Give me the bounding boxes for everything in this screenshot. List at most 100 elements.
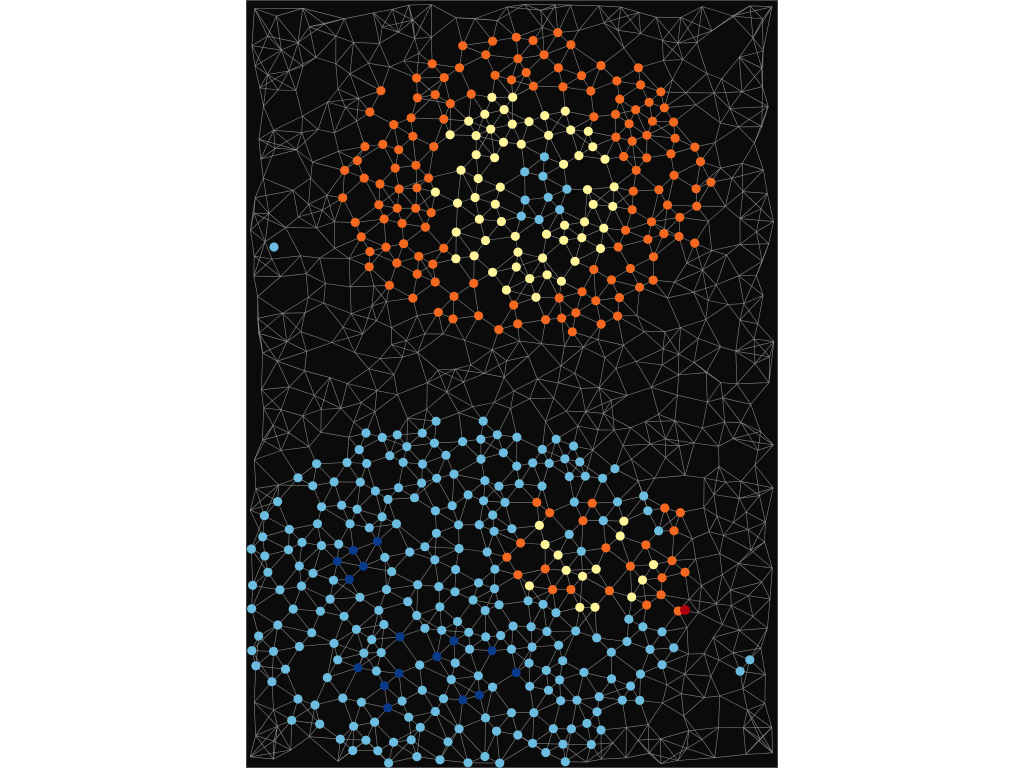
graph-node-orange (644, 97, 654, 107)
graph-node-light-blue (450, 658, 460, 668)
edge (541, 343, 562, 367)
edge (630, 421, 646, 428)
edge (583, 339, 598, 348)
edge (679, 217, 709, 222)
edge (696, 6, 703, 43)
edge (254, 65, 268, 75)
edge (273, 130, 297, 151)
edge (334, 248, 350, 259)
edge (521, 135, 549, 145)
edge (263, 74, 268, 107)
edge (302, 8, 325, 25)
edge (698, 585, 702, 613)
edge (462, 40, 493, 46)
graph-node-light-blue (406, 735, 416, 745)
edge (515, 219, 540, 237)
edge (292, 608, 312, 633)
graph-node-light-blue (507, 524, 517, 534)
edge (645, 414, 659, 422)
edge (702, 254, 727, 271)
edge (301, 585, 321, 612)
graph-node-light-blue (355, 592, 365, 602)
edge (708, 531, 724, 536)
edge (433, 118, 445, 147)
edge (754, 356, 770, 364)
graph-node-light-blue (542, 626, 552, 637)
edge (513, 278, 530, 306)
edge (306, 342, 332, 352)
graph-node-light-blue (338, 693, 348, 703)
edge (597, 339, 606, 358)
edge (654, 457, 666, 479)
edge (663, 60, 673, 80)
edge (678, 445, 686, 476)
graph-node-light-blue (506, 644, 517, 654)
edge (251, 45, 282, 51)
edge (729, 91, 743, 109)
edge (264, 484, 279, 516)
edge (267, 49, 282, 75)
edge (760, 193, 768, 210)
edge (732, 438, 774, 446)
edge (604, 159, 615, 187)
edge (379, 344, 392, 359)
edge (329, 377, 348, 384)
edge (347, 368, 369, 384)
edge (335, 42, 354, 64)
edge (437, 368, 455, 371)
edge (545, 397, 554, 422)
graph-node-yellow (541, 229, 552, 239)
edge (698, 603, 717, 613)
edge (583, 651, 612, 673)
edge (315, 35, 337, 58)
edge (651, 387, 678, 396)
graph-node-light-blue (383, 494, 393, 504)
edge (254, 255, 273, 260)
edge (431, 202, 458, 213)
edge (664, 79, 673, 108)
edge (524, 4, 543, 28)
edge (302, 57, 317, 67)
edge (255, 735, 274, 760)
edge (631, 594, 662, 598)
edge (760, 208, 774, 222)
edge (566, 410, 586, 413)
graph-node-light-blue (381, 584, 392, 595)
edge (391, 315, 418, 328)
graph-node-light-blue (260, 551, 270, 561)
edge (585, 411, 599, 431)
edge (326, 170, 345, 196)
edge (499, 600, 529, 606)
edge (652, 120, 676, 139)
edge (739, 303, 745, 321)
edge (327, 98, 359, 103)
edge (560, 365, 575, 374)
edge (693, 292, 709, 301)
edge (264, 227, 286, 243)
graph-node-light-blue (329, 638, 339, 649)
edge (310, 177, 328, 196)
edge (763, 169, 768, 194)
edge (424, 628, 438, 657)
edge (454, 368, 464, 383)
edge (435, 711, 449, 742)
graph-node-orange (427, 59, 437, 69)
edge (570, 44, 582, 76)
graph-node-orange (397, 218, 407, 228)
graph-node-light-blue (548, 724, 558, 734)
edge (335, 35, 354, 43)
graph-node-yellow (600, 154, 610, 164)
edge (622, 443, 651, 446)
edge (462, 699, 486, 719)
edge (386, 584, 418, 590)
edge (386, 301, 392, 328)
edge (393, 374, 398, 395)
graph-node-orange (541, 315, 551, 325)
graph-node-orange (389, 120, 399, 130)
edge (417, 559, 436, 585)
graph-node-light-blue (596, 725, 606, 735)
edge (704, 695, 720, 698)
graph-node-orange (490, 70, 500, 80)
edge (704, 477, 726, 483)
edge (713, 92, 721, 123)
